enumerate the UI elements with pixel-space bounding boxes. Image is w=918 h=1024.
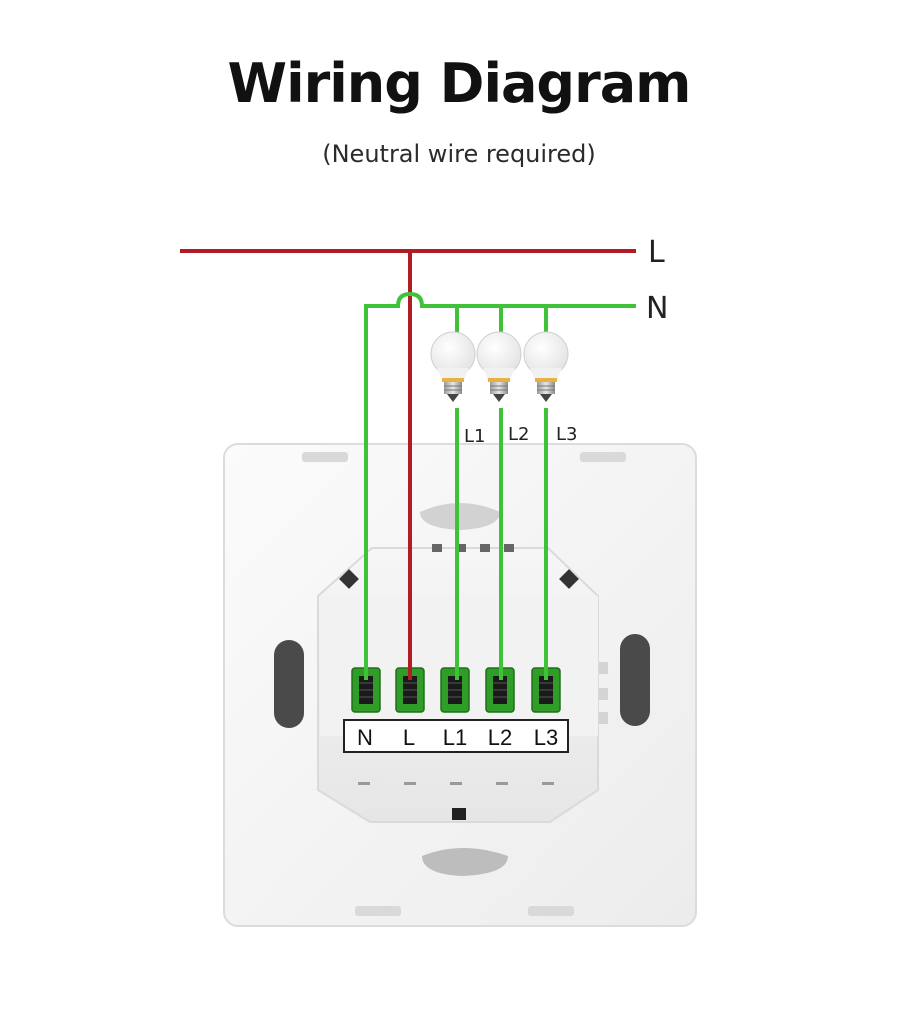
live-line-label: L (648, 235, 665, 270)
terminal-label-strip: N L L1 L2 L3 (343, 719, 569, 753)
live-wire (180, 249, 636, 680)
terminal-blocks (351, 667, 561, 713)
terminal-l (395, 667, 425, 713)
light-bulb-icon (430, 331, 476, 402)
terminal-label-l1: L1 (443, 725, 467, 750)
terminal-label-n: N (357, 725, 373, 750)
terminal-label-l2: L2 (488, 725, 512, 750)
bulb-label-l2: L2 (508, 424, 529, 445)
terminal-l2 (485, 667, 515, 713)
light-bulb-icon (476, 331, 522, 402)
terminal-label-l3: L3 (534, 725, 558, 750)
diagram-subtitle: (Neutral wire required) (322, 140, 596, 168)
terminal-n (351, 667, 381, 713)
bulb-label-l3: L3 (556, 424, 577, 445)
light-bulb-icon (523, 331, 569, 402)
terminal-label-l: L (403, 725, 415, 750)
diagram-title: Wiring Diagram (227, 52, 692, 115)
bulb-label-l1: L1 (464, 426, 485, 447)
neutral-wire (364, 291, 636, 680)
neutral-line-label: N (646, 291, 668, 326)
load-wires (455, 408, 548, 680)
terminal-l3 (531, 667, 561, 713)
